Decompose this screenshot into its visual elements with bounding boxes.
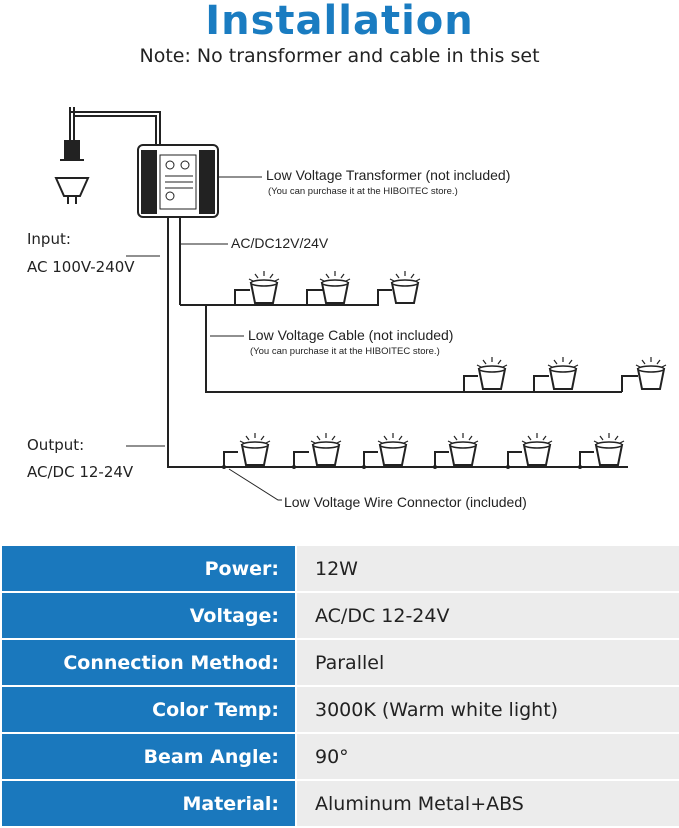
spotlight-icon <box>239 433 271 466</box>
spotlight-icon <box>248 271 280 304</box>
plug-icon <box>54 107 90 204</box>
spec-key: Power: <box>2 546 296 593</box>
spec-value: Parallel <box>295 639 679 687</box>
page-title: Installation <box>205 0 474 44</box>
page-note: Note: No transformer and cable in this s… <box>139 45 540 67</box>
spec-key: Color Temp: <box>2 686 296 734</box>
transformer-icon <box>137 144 219 218</box>
spec-table: Power: 12W Voltage: AC/DC 12-24V Connect… <box>2 546 679 828</box>
spec-value: 90° <box>295 733 679 781</box>
spec-row: Material: Aluminum Metal+ABS <box>2 780 679 828</box>
spotlight-icon <box>635 357 667 390</box>
input-value: AC 100V-240V <box>27 258 135 276</box>
spotlight-icon <box>521 433 553 466</box>
spec-value: 12W <box>295 546 679 593</box>
spotlight-icon <box>310 433 342 466</box>
spec-value: AC/DC 12-24V <box>295 592 679 640</box>
wiring-diagram: Low Voltage Transformer (not included) (… <box>27 107 667 510</box>
spec-key: Voltage: <box>2 592 296 640</box>
spotlight-icon <box>593 433 625 466</box>
spec-row: Voltage: AC/DC 12-24V <box>2 592 679 640</box>
spec-value: 3000K (Warm white light) <box>295 686 679 734</box>
spec-key: Connection Method: <box>2 639 296 687</box>
transformer-label: Low Voltage Transformer (not included) <box>266 167 510 183</box>
cable-label: Low Voltage Cable (not included) <box>248 327 453 343</box>
spotlight-icon <box>547 357 579 390</box>
output-value: AC/DC 12-24V <box>27 463 134 481</box>
spotlight-group <box>239 271 667 466</box>
spec-row: Power: 12W <box>2 546 679 593</box>
spec-row: Color Temp: 3000K (Warm white light) <box>2 686 679 734</box>
spotlight-icon <box>447 433 479 466</box>
spec-key: Material: <box>2 780 296 828</box>
spotlight-icon <box>319 271 351 304</box>
cable-sub: (You can purchase it at the HIBOITEC sto… <box>250 346 440 357</box>
branch-voltage-label: AC/DC12V/24V <box>231 235 329 251</box>
spec-value: Aluminum Metal+ABS <box>295 780 679 828</box>
input-label: Input: <box>27 230 71 248</box>
spotlight-icon <box>377 433 409 466</box>
connector-label: Low Voltage Wire Connector (included) <box>284 494 527 510</box>
spec-row: Connection Method: Parallel <box>2 639 679 687</box>
spotlight-icon <box>476 357 508 390</box>
spec-row: Beam Angle: 90° <box>2 733 679 781</box>
output-label: Output: <box>27 436 84 454</box>
spec-key: Beam Angle: <box>2 733 296 781</box>
transformer-sub: (You can purchase it at the HIBOITEC sto… <box>268 186 458 197</box>
spotlight-icon <box>389 271 421 304</box>
